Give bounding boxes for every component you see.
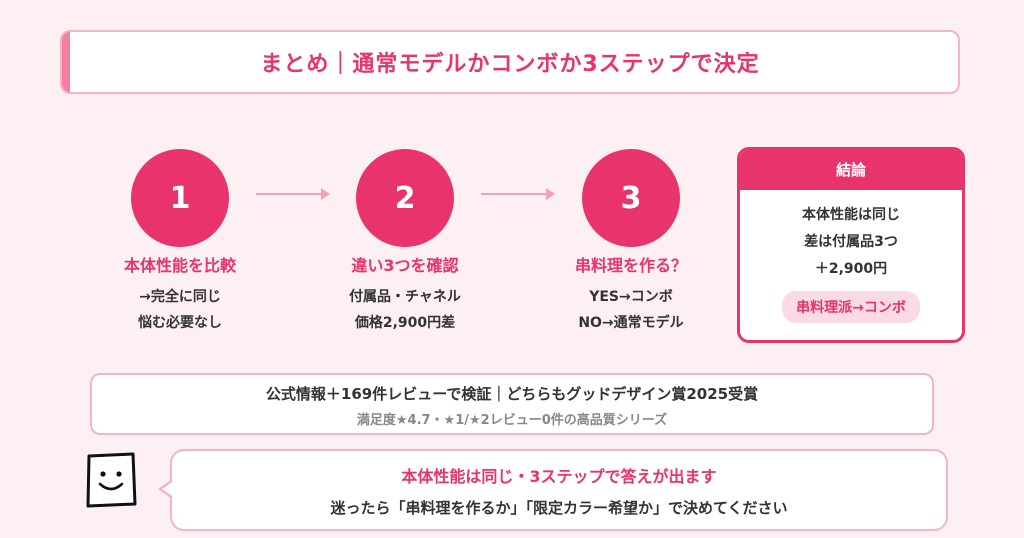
info-line-1: 公式情報＋169件レビューで検証｜どちらもグッドデザイン賞2025受賞	[265, 385, 759, 403]
step-3-line-2: NO→通常モデル	[578, 315, 684, 331]
conclusion-line-3: ＋2,900円	[814, 261, 888, 277]
bubble-line-1: 本体性能は同じ・3ステップで答えが出ます	[401, 467, 717, 486]
step-2-heading: 違い3つを確認	[351, 256, 459, 275]
smiley-face-icon	[86, 452, 137, 508]
conclusion-card: 結論 本体性能は同じ 差は付属品3つ ＋2,900円 串料理派→コンボ	[737, 147, 965, 343]
info-box: 公式情報＋169件レビューで検証｜どちらもグッドデザイン賞2025受賞 満足度★…	[90, 373, 934, 435]
step-2-line-1: 付属品・チャネル	[349, 289, 461, 305]
title-box: まとめ｜通常モデルかコンボか3ステップで決定	[60, 30, 960, 94]
page-title: まとめ｜通常モデルかコンボか3ステップで決定	[260, 52, 760, 77]
step-3-heading: 串料理を作る？	[574, 256, 687, 275]
step-2-line-2: 価格2,900円差	[354, 315, 456, 331]
step-1-heading: 本体性能を比較	[123, 256, 236, 275]
step-1-text: 本体性能を比較 →完全に同じ 悩む必要なし	[70, 252, 290, 336]
bubble-tail-inner	[162, 481, 174, 497]
step-2-circle: 2	[356, 149, 454, 247]
step-1-line-1: →完全に同じ	[139, 289, 221, 305]
step-3-circle: 3	[582, 149, 680, 247]
step-2-text: 違い3つを確認 付属品・チャネル 価格2,900円差	[295, 252, 515, 336]
conclusion-line-2: 差は付属品3つ	[804, 234, 898, 250]
conclusion-heading: 結論	[740, 150, 962, 190]
step-1-circle: 1	[131, 149, 229, 247]
arrow-right-icon	[256, 188, 330, 200]
conclusion-line-1: 本体性能は同じ	[802, 207, 900, 223]
title-accent-bar	[62, 32, 70, 92]
bubble-line-2: 迷ったら「串料理を作るか」「限定カラー希望か」で決めてください	[330, 499, 788, 517]
conclusion-pill: 串料理派→コンボ	[782, 291, 920, 323]
info-line-2: 満足度★4.7・★1/★2レビュー0件の高品質シリーズ	[356, 413, 668, 428]
step-3-line-1: YES→コンボ	[589, 289, 673, 305]
speech-bubble: 本体性能は同じ・3ステップで答えが出ます 迷ったら「串料理を作るか」「限定カラー…	[158, 449, 948, 531]
arrow-right-icon	[481, 188, 555, 200]
step-3-text: 串料理を作る？ YES→コンボ NO→通常モデル	[521, 252, 741, 336]
step-1-line-2: 悩む必要なし	[138, 315, 222, 331]
